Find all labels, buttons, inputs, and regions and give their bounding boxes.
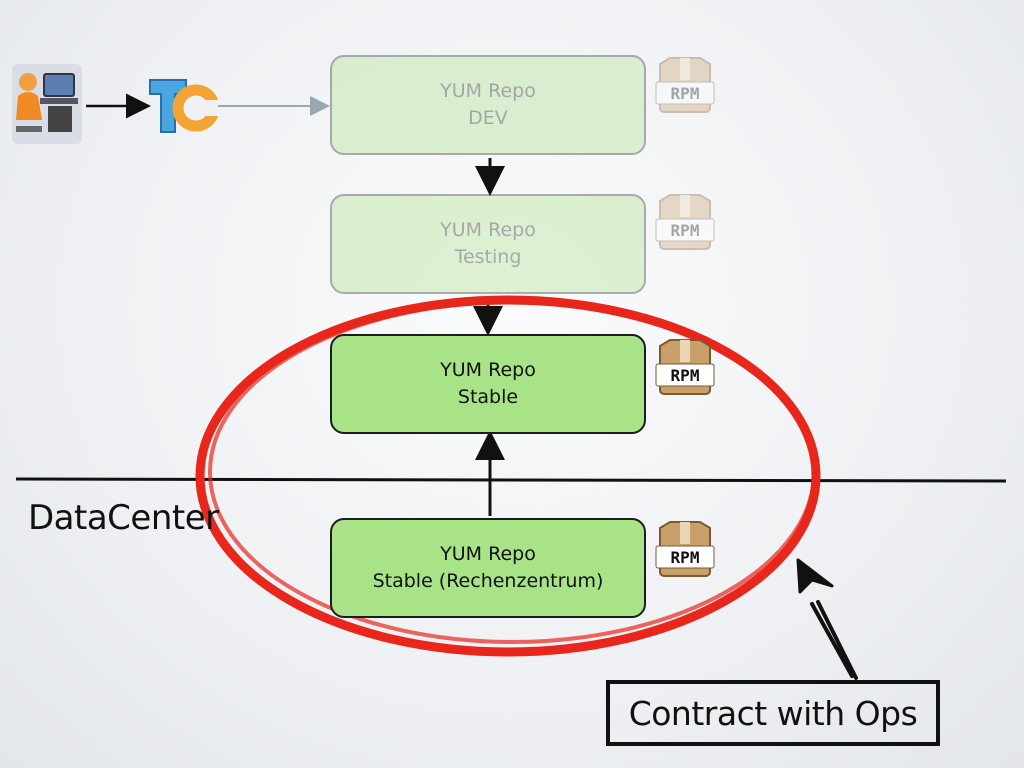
- repo-rechenzentrum-box: YUM Repo Stable (Rechenzentrum): [330, 518, 646, 618]
- repo-rechenzentrum-name: YUM Repo: [440, 543, 536, 565]
- arrow-contract-to-ellipse: [810, 600, 858, 680]
- repo-stable-name: YUM Repo: [440, 359, 536, 381]
- repo-testing-name: YUM Repo: [440, 219, 536, 241]
- repo-stable-label: Stable: [457, 386, 519, 408]
- teamcity-logo: TC: [149, 79, 218, 137]
- developer-workstation-icon: [12, 64, 82, 144]
- repo-stable-box: YUM Repo Stable: [330, 334, 646, 434]
- rpm-label-dev: RPM: [671, 84, 700, 103]
- repo-dev-box: YUM Repo DEV: [330, 55, 646, 155]
- arrow-contract-head: [796, 558, 834, 594]
- rpm-package-icon-dev: RPM: [655, 57, 715, 113]
- rpm-package-icon-rechenzentrum: RPM: [655, 521, 715, 577]
- repo-testing-box: YUM Repo Testing: [330, 194, 646, 294]
- rpm-package-icon-testing: RPM: [655, 194, 715, 250]
- rpm-label-stable: RPM: [671, 366, 700, 385]
- rpm-label-rechenzentrum: RPM: [671, 548, 700, 567]
- repo-rechenzentrum-label: Stable (Rechenzentrum): [372, 570, 604, 592]
- repo-dev-name: YUM Repo: [440, 80, 536, 102]
- teamcity-logo-text: TC: [182, 135, 184, 137]
- rpm-package-icon-stable: RPM: [655, 339, 715, 395]
- repo-dev-label: DEV: [468, 107, 508, 129]
- datacenter-label: DataCenter: [28, 498, 219, 538]
- highlight-ellipse: [195, 295, 821, 657]
- contract-callout-text: Contract with Ops: [628, 693, 918, 733]
- rpm-label-testing: RPM: [671, 221, 700, 240]
- contract-callout-box: Contract with Ops: [606, 680, 940, 746]
- repo-testing-label: Testing: [454, 246, 522, 268]
- datacenter-boundary-line: [15, 477, 1007, 483]
